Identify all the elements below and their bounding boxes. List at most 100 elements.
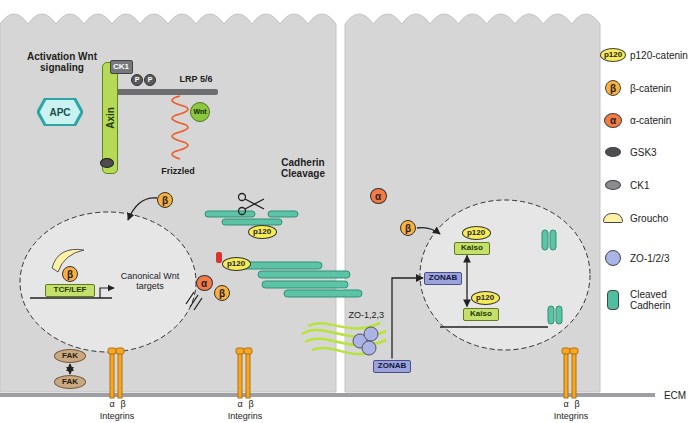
node-text: P — [148, 76, 153, 84]
integrin-label: α — [237, 400, 242, 410]
legend-swatch — [605, 147, 621, 157]
legend-text: CK1 — [630, 180, 649, 191]
nuclear-import-arrow — [128, 198, 157, 220]
node-text: β — [162, 195, 168, 206]
node-text: TCF/LEF — [54, 286, 87, 295]
ecm-line — [0, 393, 655, 397]
zonab-factor: ZONAB — [424, 272, 462, 285]
node-text: CK1 — [113, 63, 129, 72]
phospho-mark — [216, 252, 222, 263]
fak-kinase: FAK — [54, 349, 86, 363]
phosphate-group: P — [144, 74, 156, 86]
apc-hexagon: APC — [37, 98, 83, 126]
cadherin — [262, 281, 348, 288]
kaiso-factor: Kaiso — [463, 308, 499, 321]
transcription-arrow — [100, 288, 114, 298]
tcf-lef-factor: TCF/LEF — [45, 284, 95, 297]
p120-catenin: p120 — [222, 257, 251, 271]
cadherin — [268, 211, 298, 217]
legend-text: p120-catenin — [630, 50, 688, 61]
node-text: FAK — [62, 378, 78, 387]
fak-kinase: FAK — [54, 375, 86, 389]
cleaved-cadherin — [542, 230, 562, 324]
node-text: β — [405, 223, 411, 234]
beta-catenin: β — [157, 192, 173, 208]
legend-icon-text: p120 — [604, 51, 622, 60]
annotation-label: LRP 5/6 — [180, 75, 213, 85]
cadherin — [284, 290, 362, 297]
legend-swatch — [605, 180, 621, 190]
legend-text: GSK3 — [630, 147, 657, 158]
phosphate-group: P — [131, 74, 143, 86]
kaiso-factor: Kaiso — [454, 242, 490, 255]
connector-arrow — [466, 256, 467, 307]
legend-icon-text: β — [610, 83, 616, 94]
node-text: β — [219, 288, 225, 299]
beta-catenin: β — [214, 285, 230, 301]
annotation-label: ZO-1,2,3 — [348, 311, 384, 321]
cadherin — [240, 262, 322, 269]
zonab-factor: ZONAB — [373, 360, 411, 373]
node-text: β — [67, 269, 73, 280]
cadherin — [222, 219, 282, 225]
integrin-label: β — [248, 400, 253, 410]
integrin-label: Integrins — [228, 412, 263, 422]
dissociation-lines — [186, 292, 202, 310]
integrin-label: Integrins — [100, 412, 135, 422]
node-text: Axin — [105, 107, 116, 129]
annotation-label: Frizzled — [161, 167, 195, 177]
connector-arrow — [392, 278, 423, 359]
nuclear-import-arrow — [417, 228, 440, 234]
tight-junction — [302, 323, 386, 354]
annotation-label: Cadherin Cleavage — [271, 157, 335, 179]
cadherin — [258, 271, 350, 278]
cadherin — [205, 211, 255, 217]
scissors — [239, 194, 265, 215]
node-text: p120 — [227, 260, 245, 269]
p120-catenin: p120 — [248, 225, 277, 239]
annotation-label: Canonical Wnt targets — [117, 272, 183, 292]
alpha-catenin: α — [196, 275, 213, 291]
legend-swatch — [603, 213, 623, 223]
p120-catenin: p120 — [471, 291, 500, 305]
legend-text: Cleaved Cadherin — [630, 289, 696, 311]
lrp-receptor — [112, 89, 218, 95]
p120-catenin: p120 — [462, 226, 491, 240]
integrin-label: α — [109, 400, 114, 410]
node-text: Kaiso — [470, 310, 492, 319]
left-nucleus — [20, 212, 196, 352]
legend-icon-text: α — [610, 115, 616, 126]
node-text: APC — [49, 107, 70, 118]
legend-text: ZO-1/2/3 — [630, 253, 669, 264]
integrin-label: Integrins — [554, 412, 589, 422]
node-text: p120 — [253, 228, 271, 237]
node-text: P — [135, 76, 140, 84]
integrin-label: β — [120, 400, 125, 410]
node-text: FAK — [62, 352, 78, 361]
legend-swatch — [607, 290, 619, 310]
annotation-label: ECM — [664, 390, 686, 401]
legend-text: β-catenin — [630, 83, 671, 94]
connector-arrow — [69, 364, 70, 374]
node-text: α — [201, 278, 207, 289]
integrin-label: α — [563, 400, 568, 410]
node-text: α — [375, 191, 381, 202]
node-text: Wnt — [193, 108, 206, 116]
legend-swatch — [605, 250, 621, 266]
node-text: p120 — [467, 229, 485, 238]
right-nucleus — [420, 200, 590, 350]
node-text: ZONAB — [378, 362, 406, 371]
annotation-label: Activation Wnt signaling — [20, 51, 104, 73]
legend-text: Groucho — [630, 213, 668, 224]
beta-catenin: β — [62, 266, 78, 282]
gene-line — [440, 326, 548, 328]
right-cell — [345, 14, 600, 392]
integrins — [108, 348, 578, 398]
node-text: ZONAB — [429, 274, 457, 283]
zo-proteins — [353, 327, 378, 355]
beta-catenin: β — [400, 220, 416, 236]
wnt-ligand: Wnt — [190, 102, 210, 122]
node-text: Kaiso — [461, 244, 483, 253]
integrin-label: β — [574, 400, 579, 410]
